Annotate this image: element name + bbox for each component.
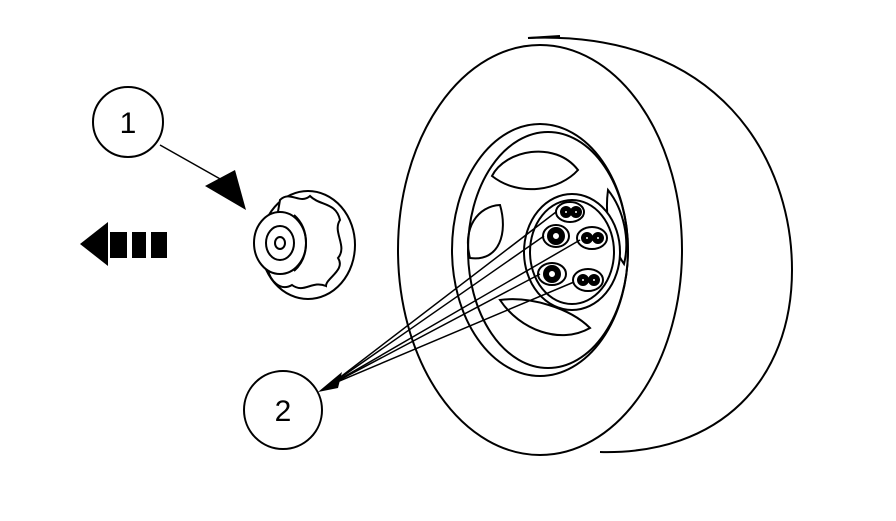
callout-2: 2 — [243, 370, 323, 450]
leader-line-2e — [329, 281, 575, 386]
callout-1-label: 1 — [120, 107, 137, 140]
leader-line-2d — [329, 273, 541, 386]
lug-nut-1 — [555, 201, 585, 223]
callout-2-label: 2 — [275, 395, 292, 428]
lug-nut-3 — [576, 226, 608, 250]
callout-1: 1 — [92, 86, 164, 158]
lug-nut-5 — [572, 268, 604, 292]
leader-line-1 — [159, 144, 223, 181]
leader-line-2c — [329, 239, 581, 386]
lug-nut-2 — [542, 224, 570, 248]
lug-nut-icon — [537, 201, 608, 292]
lug-nut-4 — [537, 262, 567, 286]
removal-direction-arrow-icon — [80, 222, 167, 266]
leader-arrowhead-1 — [205, 170, 246, 210]
leader-line-2a — [329, 211, 557, 386]
leader-arrowhead-2 — [318, 372, 342, 392]
hub-cap-icon — [253, 190, 356, 300]
leader-line-2b — [329, 235, 545, 386]
leader-lines — [159, 144, 581, 392]
